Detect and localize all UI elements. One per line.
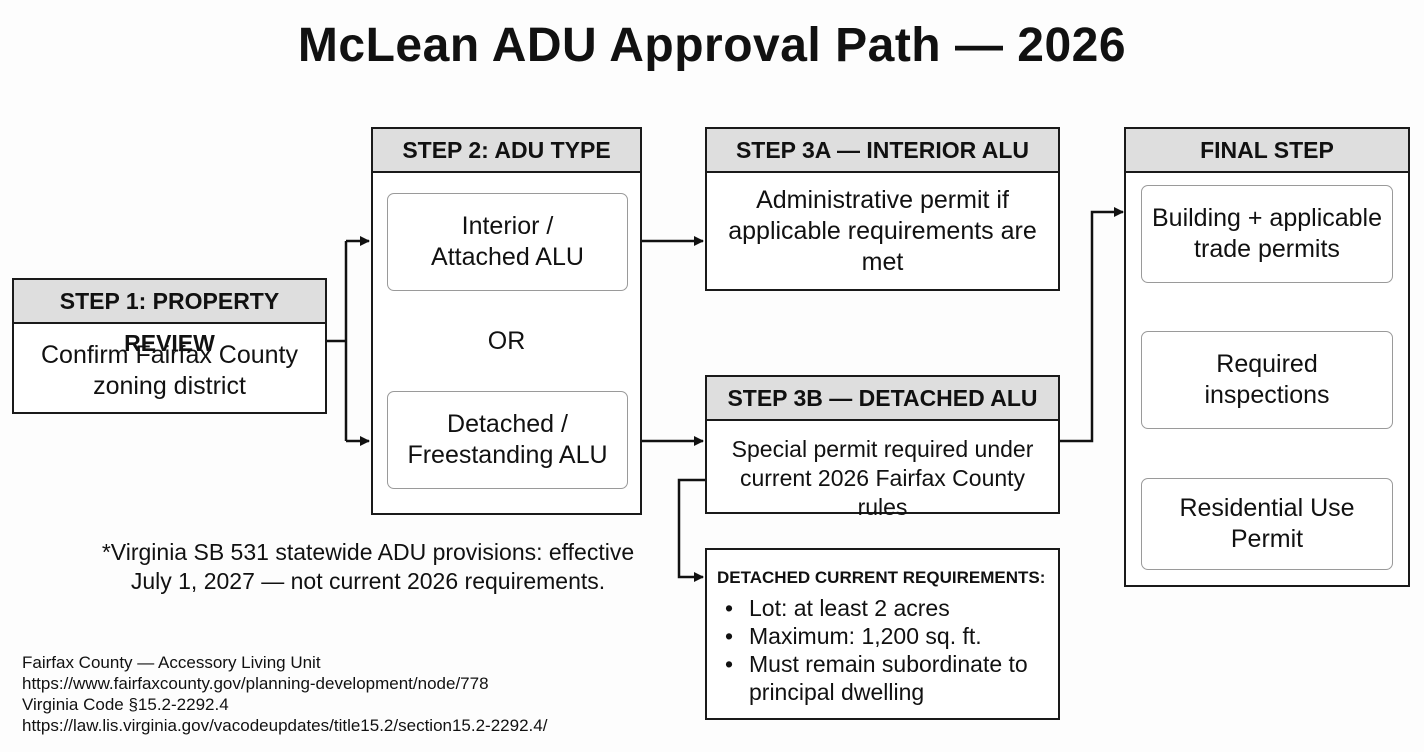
- step3b-box: STEP 3B — DETACHED ALU Special permit re…: [705, 375, 1060, 520]
- source-line: https://www.fairfaxcounty.gov/planning-d…: [22, 674, 489, 693]
- final-stage-inspections: Required inspections: [1141, 331, 1393, 429]
- step3a-box: STEP 3A — INTERIOR ALU Administrative pe…: [705, 127, 1060, 291]
- final-step-heading: FINAL STEP: [1126, 129, 1408, 173]
- requirement-item: Lot: at least 2 acres: [725, 594, 1058, 622]
- step1-box: STEP 1: PROPERTY REVIEW Confirm Fairfax …: [12, 278, 327, 414]
- or-label: OR: [487, 327, 526, 355]
- step1-heading: STEP 1: PROPERTY REVIEW: [14, 280, 325, 356]
- requirement-item: Must remain subordinate to principal dwe…: [725, 650, 1058, 706]
- option-interior-attached: Interior / Attached ALU: [387, 193, 628, 291]
- source-line: Virginia Code §15.2-2292.4: [22, 695, 229, 714]
- source-line: https://law.lis.virginia.gov/vacodeupdat…: [22, 716, 548, 735]
- step2-box: STEP 2: ADU TYPE Interior / Attached ALU…: [371, 127, 642, 515]
- requirements-box: DETACHED CURRENT REQUIREMENTS: Lot: at l…: [705, 548, 1060, 720]
- step2-heading: STEP 2: ADU TYPE: [373, 129, 640, 173]
- step3a-heading: STEP 3A — INTERIOR ALU: [707, 129, 1058, 173]
- source-line: Fairfax County — Accessory Living Unit: [22, 653, 321, 672]
- step3b-body: Special permit required under current 20…: [731, 436, 1034, 520]
- option-detached-freestanding: Detached / Freestanding ALU: [387, 391, 628, 489]
- arrow-3b-to-final: [1059, 207, 1124, 443]
- sources-list: Fairfax County — Accessory Living Unit h…: [22, 652, 547, 736]
- arrow-3b-to-requirements: [677, 478, 705, 582]
- final-stage-building-permits: Building + applicable trade permits: [1141, 185, 1393, 283]
- final-stage-residential-use-permit: Residential Use Permit: [1141, 478, 1393, 570]
- step1-body: Confirm Fairfax County zoning district: [40, 341, 299, 400]
- page-title: McLean ADU Approval Path — 2026: [297, 19, 1127, 72]
- step3b-heading: STEP 3B — DETACHED ALU: [707, 377, 1058, 421]
- step3a-body: Administrative permit if applicable requ…: [728, 186, 1037, 276]
- requirement-item: Maximum: 1,200 sq. ft.: [725, 622, 1058, 650]
- footnote: *Virginia SB 531 statewide ADU provision…: [101, 539, 635, 594]
- requirements-heading: DETACHED CURRENT REQUIREMENTS:: [717, 568, 1046, 587]
- final-step-box: FINAL STEP Building + applicable trade p…: [1124, 127, 1410, 587]
- requirements-list: Lot: at least 2 acres Maximum: 1,200 sq.…: [707, 594, 1058, 706]
